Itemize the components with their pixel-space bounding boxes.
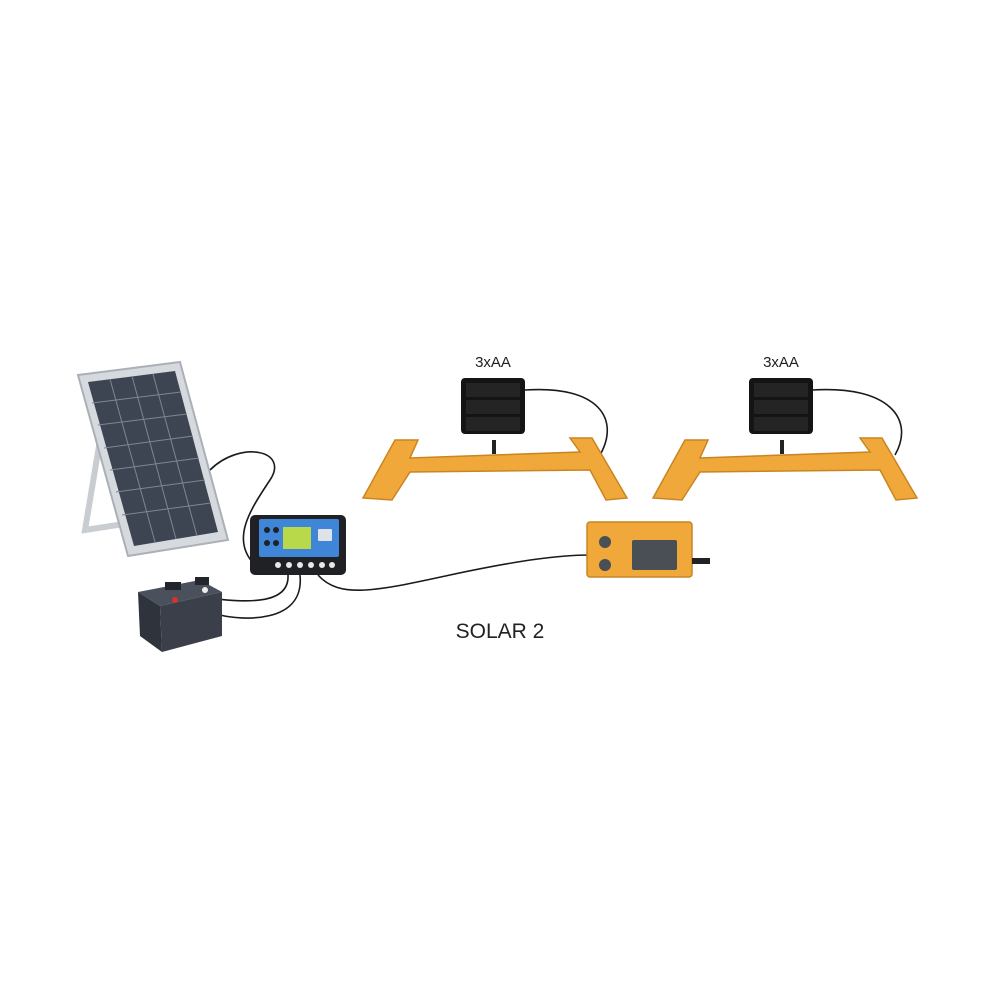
usb-port — [318, 529, 332, 541]
cable-holder2-stand — [811, 388, 903, 456]
battery-holder-2 — [749, 378, 813, 434]
diagram-title: SOLAR 2 — [456, 620, 545, 643]
lead-acid-battery — [138, 577, 222, 652]
holder-label: 3xAA — [475, 354, 511, 371]
cable-holder1-stand — [524, 388, 609, 456]
cable-panel-controller — [209, 451, 276, 566]
cables — [204, 388, 903, 619]
device-button — [599, 536, 611, 548]
battery-holder-1 — [461, 378, 525, 434]
solar-charge-controller — [250, 515, 346, 575]
device-button — [599, 559, 611, 571]
cable-controller-battery-2 — [219, 574, 301, 619]
solar-panel — [76, 360, 230, 558]
stand-1 — [361, 437, 629, 501]
device-screen — [632, 540, 677, 570]
device-connector — [692, 558, 710, 564]
logger-device — [586, 521, 710, 578]
lcd-display — [283, 527, 311, 549]
negative-terminal — [202, 587, 208, 593]
positive-terminal — [172, 597, 178, 603]
stand-2 — [651, 437, 919, 501]
cable-controller-logger — [317, 554, 591, 591]
holder-label: 3xAA — [763, 354, 799, 371]
